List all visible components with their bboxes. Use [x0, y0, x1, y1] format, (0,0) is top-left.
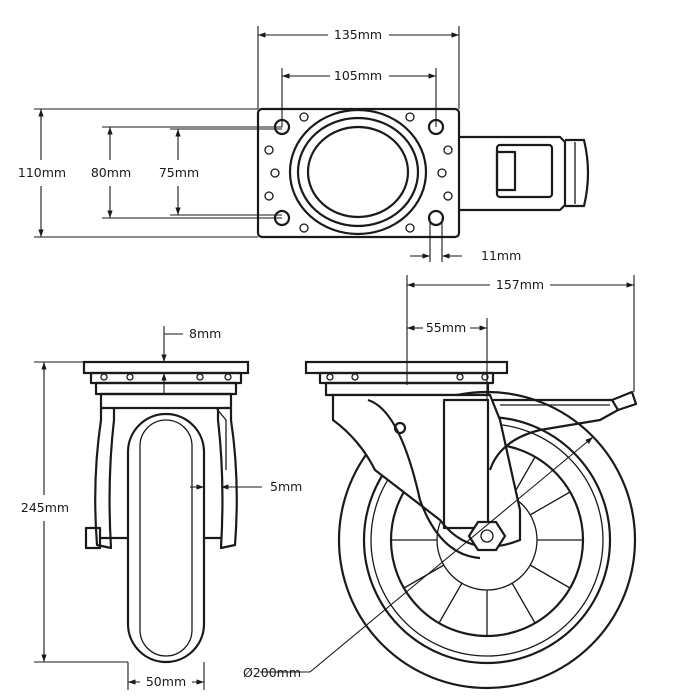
- axle-hex: [467, 520, 507, 552]
- dim-8-label: 8mm: [189, 326, 221, 341]
- dim-135-label: 135mm: [334, 27, 382, 42]
- dim-110-label: 110mm: [18, 165, 66, 180]
- dim-75-label: 75mm: [159, 165, 199, 180]
- swivel-ring-outer: [288, 108, 428, 236]
- front-top-plate: [82, 360, 250, 375]
- front-view: 8mm 5mm 245mm 50mm: [21, 326, 302, 690]
- dim-diameter-label: Ø200mm: [243, 665, 301, 680]
- brake-housing: [459, 135, 567, 212]
- top-view: 135mm 105mm 110mm 80mm 75mm 11mm: [18, 26, 590, 263]
- dim-55-label: 55mm: [426, 320, 466, 335]
- brake-pedal-end: [565, 138, 590, 208]
- dim-80-label: 80mm: [91, 165, 131, 180]
- dim-11-label: 11mm: [481, 248, 521, 263]
- dim-5-label: 5mm: [270, 479, 302, 494]
- dim-50-label: 50mm: [146, 674, 186, 689]
- brake-pedal-collar: [495, 150, 517, 192]
- mount-hole: [393, 421, 407, 435]
- fork-left-leg: [94, 408, 116, 550]
- side-fork-leg: [367, 398, 481, 560]
- fork-right-leg: [216, 408, 238, 550]
- fork-crown: [99, 392, 233, 410]
- dim-105-label: 105mm: [334, 68, 382, 83]
- dim-157-label: 157mm: [496, 277, 544, 292]
- dim-245-label: 245mm: [21, 500, 69, 515]
- swivel-ring-middle: [296, 116, 420, 228]
- brake-lever: [488, 398, 620, 471]
- kingpin: [442, 398, 490, 530]
- swivel-ring-inner: [306, 125, 410, 219]
- side-view: 157mm 55mm Ø200mm: [243, 275, 638, 690]
